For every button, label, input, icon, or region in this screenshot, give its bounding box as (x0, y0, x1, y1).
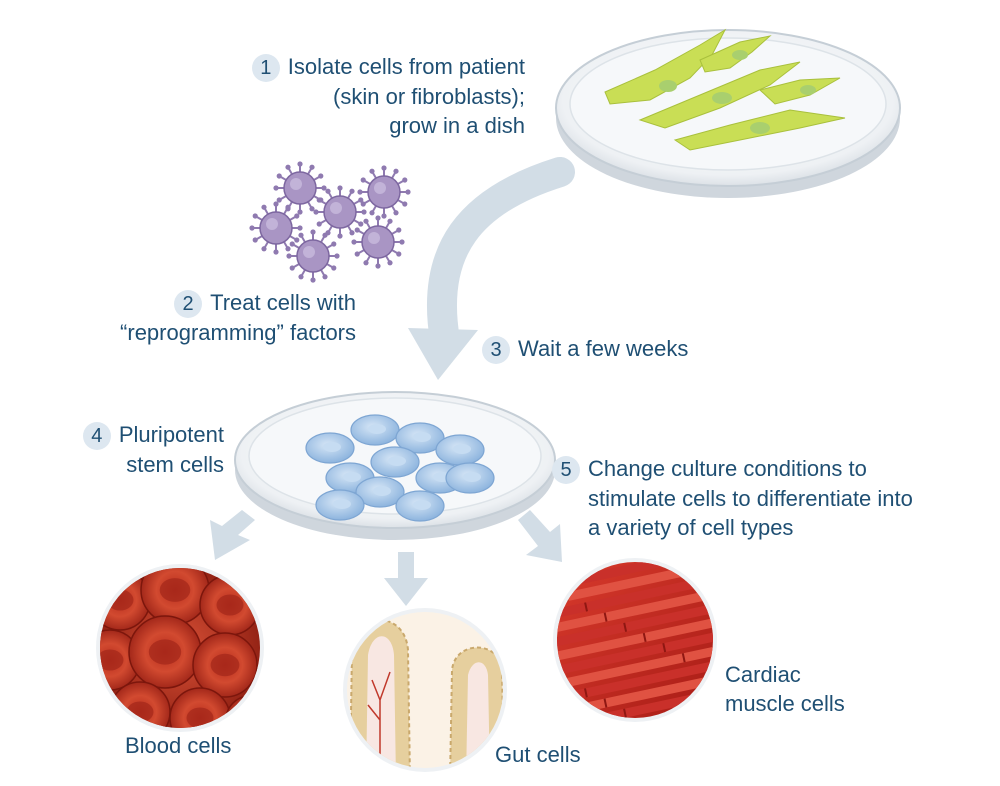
differentiation-arrows (210, 510, 562, 606)
step-1-line-2: (skin or fibroblasts); (333, 84, 525, 110)
curved-arrow (408, 157, 575, 380)
virus-particle (357, 165, 411, 219)
step-5-badge: 5 (552, 456, 580, 485)
step-5-label: 5 Change culture conditions to stimulate … (552, 454, 913, 542)
virus-particle (249, 201, 303, 255)
muscle-fibre (557, 668, 713, 718)
step-3-line-1: Wait a few weeks (518, 336, 689, 361)
step-3-label: 3 Wait a few weeks (482, 334, 689, 365)
muscle-fibre (557, 641, 713, 691)
step-5-line-1: Change culture conditions to (588, 456, 867, 481)
step-2-line-2: “reprogramming” factors (120, 320, 356, 346)
step-1-label: 1 Isolate cells from patient (skin or fib… (180, 52, 525, 140)
step-4-line-1: Pluripotent (118, 422, 224, 447)
step-1-badge: 1 (251, 54, 280, 83)
muscle-fibre (557, 586, 713, 636)
step-1-line-3: grow in a dish (389, 113, 525, 139)
red-blood-cell (225, 695, 260, 728)
step-4-badge: 4 (82, 422, 111, 451)
gut-cells-illustration (343, 608, 507, 772)
blood-cells-label: Blood cells (125, 733, 232, 758)
step-3-badge: 3 (482, 336, 510, 365)
muscle-fibre (557, 627, 713, 677)
muscle-fibre (557, 614, 713, 663)
muscle-fibre (557, 600, 713, 650)
blood-cells-illustration (96, 564, 264, 732)
step-1-line-1: Isolate cells from patient (287, 54, 525, 79)
reprogramming-factor-particles (249, 161, 411, 283)
step-4-line-2: stem cells (126, 452, 224, 478)
virus-particle (286, 229, 340, 283)
step-2-line-1: Treat cells with (210, 290, 356, 315)
petri-dish-stem-cells (234, 391, 556, 540)
step-4-label: 4 Pluripotent stem cells (30, 420, 224, 479)
virus-particle (273, 161, 327, 215)
cardiac-line-2: muscle cells (725, 691, 845, 716)
virus-particle (313, 185, 367, 239)
muscle-fibre (557, 572, 713, 622)
gut-cells-label: Gut cells (495, 742, 581, 767)
cardiac-muscle-illustration (553, 558, 717, 722)
step-5-line-2: stimulate cells to differentiate into (588, 486, 913, 512)
petri-dish-fibroblasts (555, 28, 901, 198)
cardiac-muscle-label: Cardiac muscle cells (725, 660, 845, 718)
muscle-fibre (557, 655, 713, 705)
cardiac-line-1: Cardiac (725, 662, 801, 687)
step-5-line-3: a variety of cell types (588, 515, 794, 541)
step-2-label: 2 Treat cells with “reprogramming” factor… (40, 288, 356, 347)
virus-particle (351, 215, 405, 269)
step-2-badge: 2 (174, 290, 203, 319)
